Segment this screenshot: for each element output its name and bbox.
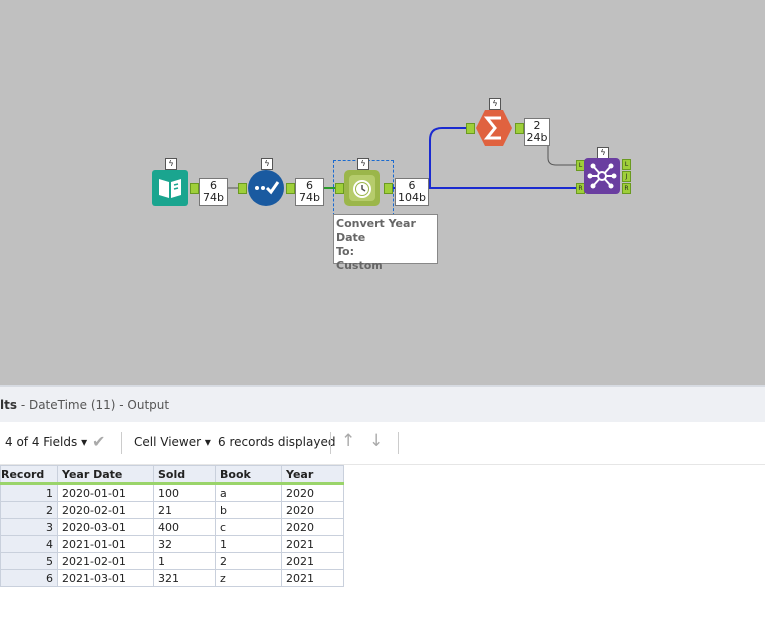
chevron-down-icon: ▾ [204, 435, 211, 449]
arrow-down-icon[interactable]: ↓ [369, 431, 384, 451]
arrow-up-icon[interactable]: ↑ [341, 431, 356, 451]
sigma-icon [476, 110, 512, 146]
output-anchor[interactable] [190, 183, 199, 194]
bolt-icon: ϟ [165, 158, 177, 170]
table-row[interactable]: 2 2020-02-01 21 b 2020 [0, 501, 344, 519]
input-data-tool[interactable] [152, 170, 188, 206]
cell[interactable]: 2021 [281, 569, 344, 587]
row-number: 2 [0, 501, 58, 519]
cell[interactable]: a [215, 483, 282, 502]
cell-viewer-dropdown[interactable]: Cell Viewer ▾ [134, 435, 211, 449]
output-anchor[interactable] [286, 183, 295, 194]
tool-annotation: Convert Year Date To: Custom [333, 214, 438, 272]
bolt-icon: ϟ [357, 158, 369, 170]
results-grid: Record Year Date Sold Book Year 1 2020-0… [0, 465, 344, 587]
cell[interactable]: z [215, 569, 282, 587]
cell[interactable]: 2020-02-01 [57, 501, 154, 519]
output-anchor[interactable] [384, 183, 393, 194]
row-number: 6 [0, 569, 58, 587]
cell[interactable]: 2021 [281, 552, 344, 570]
check-icon[interactable]: ✔ [92, 432, 106, 451]
table-row[interactable]: 6 2021-03-01 321 z 2021 [0, 569, 344, 587]
join-hub-icon [584, 158, 620, 194]
input-anchor[interactable] [466, 123, 475, 134]
chevron-down-icon: ▾ [81, 435, 88, 449]
table-row[interactable]: 5 2021-02-01 1 2 2021 [0, 552, 344, 570]
cell[interactable]: b [215, 501, 282, 519]
clock-icon [344, 170, 380, 206]
row-number: 4 [0, 535, 58, 553]
wire-summarize-join-left [522, 127, 578, 166]
table-row[interactable]: 4 2021-01-01 32 1 2021 [0, 535, 344, 553]
cell[interactable]: 2 [215, 552, 282, 570]
row-number: 5 [0, 552, 58, 570]
cell[interactable]: 2020-03-01 [57, 518, 154, 536]
wire-datetime-summarize [392, 127, 470, 189]
cell[interactable]: 2020 [281, 483, 344, 502]
table-row[interactable]: 3 2020-03-01 400 c 2020 [0, 518, 344, 536]
cell[interactable]: 2021-03-01 [57, 569, 154, 587]
select-tool[interactable] [248, 170, 284, 206]
cell[interactable]: 2020 [281, 518, 344, 536]
divider [398, 432, 399, 454]
cell[interactable]: 1 [215, 535, 282, 553]
cell[interactable]: 1 [153, 552, 216, 570]
divider [121, 432, 122, 454]
fields-selector[interactable]: 4 of 4 Fields ▾ [5, 435, 88, 449]
cell[interactable]: c [215, 518, 282, 536]
bolt-icon: ϟ [261, 158, 273, 170]
output-anchor[interactable] [515, 123, 524, 134]
row-number: 1 [0, 483, 58, 502]
input-anchor[interactable] [238, 183, 247, 194]
cell[interactable]: 2021 [281, 535, 344, 553]
records-count: 6 records displayed [218, 435, 336, 449]
cell[interactable]: 2021-02-01 [57, 552, 154, 570]
column-header-record[interactable]: Record [0, 465, 58, 485]
cell[interactable]: 321 [153, 569, 216, 587]
cell[interactable]: 32 [153, 535, 216, 553]
column-header-book[interactable]: Book [215, 465, 282, 485]
header-row: Record Year Date Sold Book Year [0, 465, 344, 485]
results-header: lts - DateTime (11) - Output [0, 385, 765, 424]
cell[interactable]: 2020-01-01 [57, 483, 154, 502]
table-row[interactable]: 1 2020-01-01 100 a 2020 [0, 483, 344, 502]
row-number: 3 [0, 518, 58, 536]
datetime-tool[interactable] [344, 170, 380, 206]
column-header-year-date[interactable]: Year Date [57, 465, 154, 485]
results-title: lts - DateTime (11) - Output [0, 398, 170, 412]
join-output-right-anchor[interactable]: R [622, 183, 631, 194]
cell[interactable]: 2021-01-01 [57, 535, 154, 553]
join-tool[interactable] [584, 158, 620, 194]
results-toolbar: 4 of 4 Fields ▾ ✔ Cell Viewer ▾ 6 record… [0, 422, 765, 465]
summarize-tool[interactable] [476, 110, 512, 146]
cell[interactable]: 21 [153, 501, 216, 519]
book-icon [152, 170, 188, 206]
cell[interactable]: 400 [153, 518, 216, 536]
cell[interactable]: 2020 [281, 501, 344, 519]
join-output-left-anchor[interactable]: L [622, 159, 631, 170]
join-output-join-anchor[interactable]: J [622, 171, 631, 182]
divider [330, 432, 331, 454]
column-header-year[interactable]: Year [281, 465, 344, 485]
input-anchor[interactable] [335, 183, 344, 194]
select-check-icon [248, 170, 284, 206]
column-header-sold[interactable]: Sold [153, 465, 216, 485]
cell[interactable]: 100 [153, 483, 216, 502]
bolt-icon: ϟ [489, 98, 501, 110]
